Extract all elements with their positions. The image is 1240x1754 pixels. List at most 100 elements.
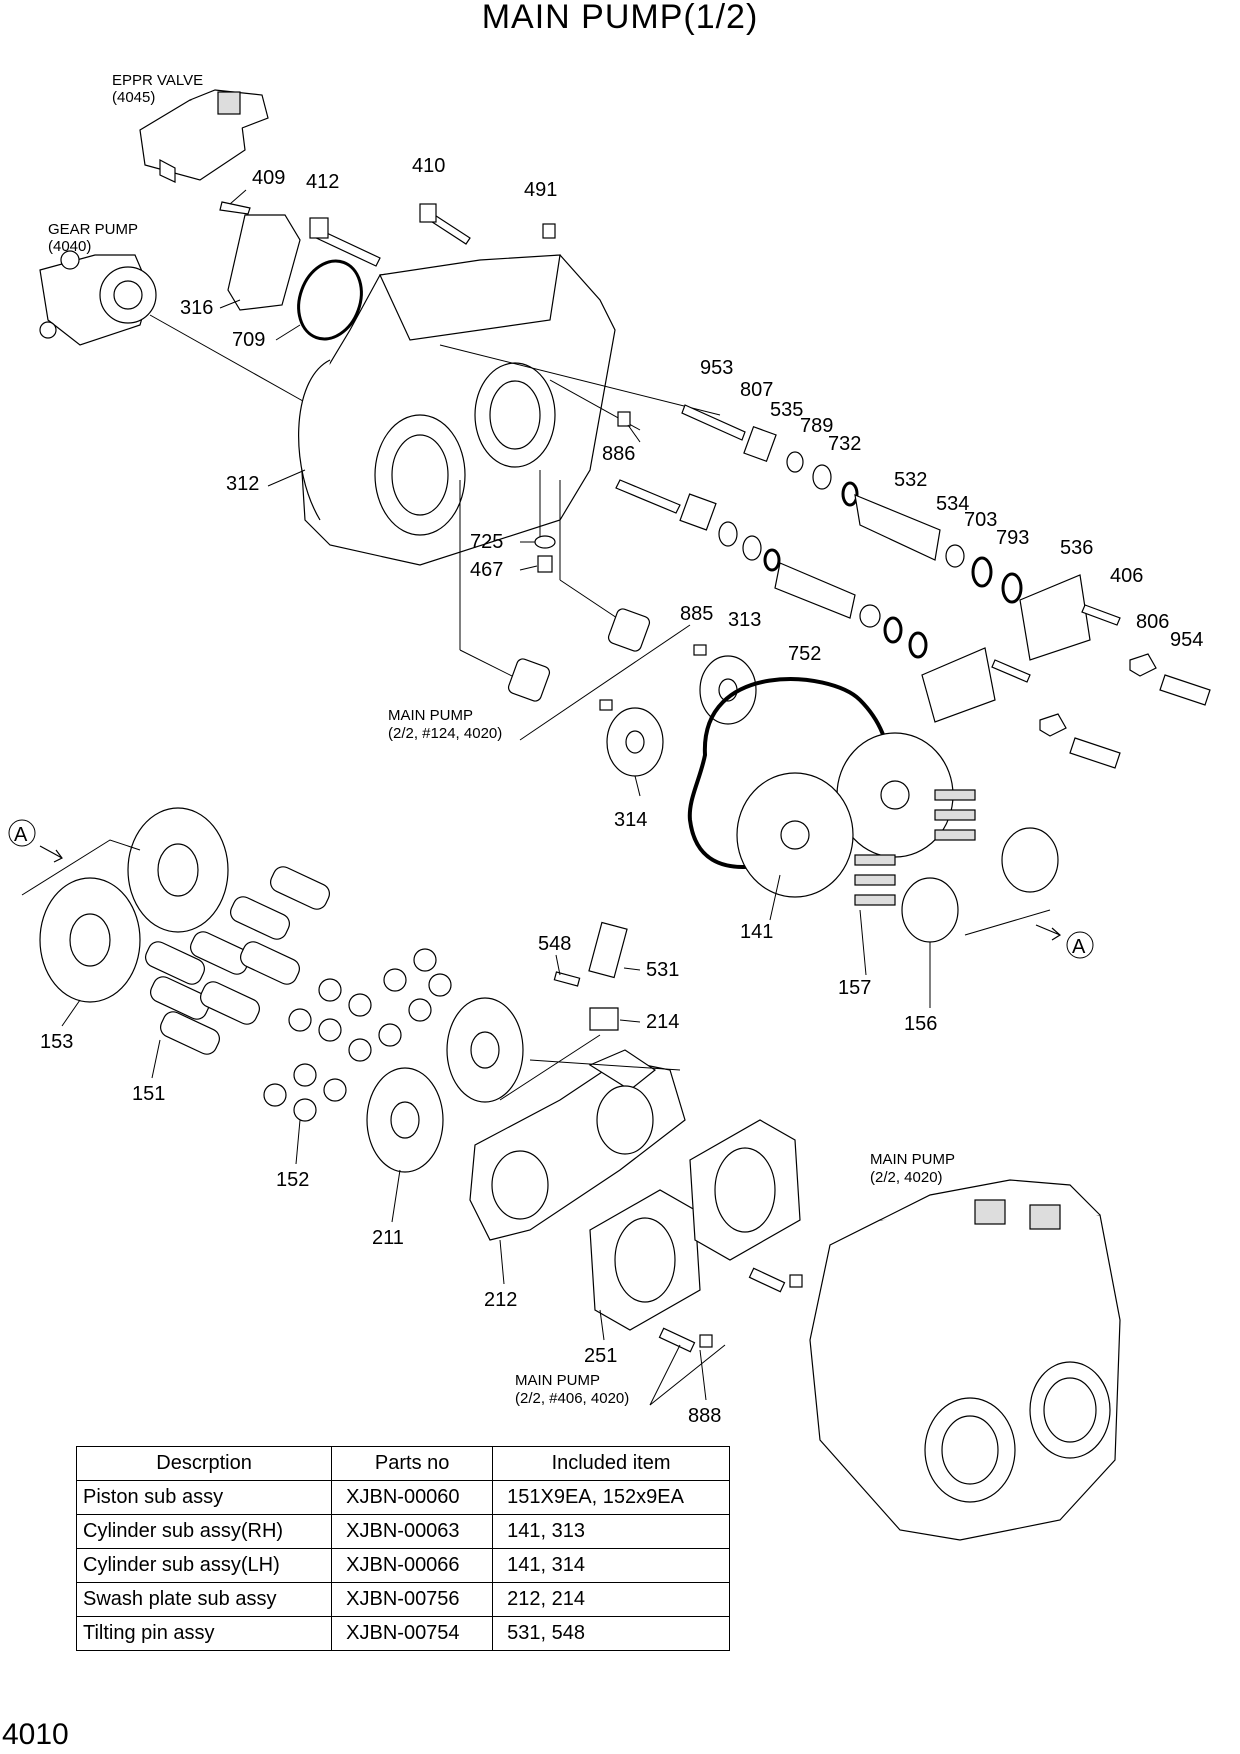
main-pump-4020-label: MAIN PUMP <box>870 1151 955 1168</box>
main-pump-406-label: MAIN PUMP <box>515 1372 600 1389</box>
main-pump-housing-312 <box>298 254 616 566</box>
ref-a-right: A <box>1072 936 1086 958</box>
pn-214: 214 <box>646 1011 679 1033</box>
ref-a-circle-left <box>8 819 36 847</box>
pn-491: 491 <box>524 179 557 201</box>
pn-885: 885 <box>680 603 713 625</box>
pn-536: 536 <box>1060 537 1093 559</box>
gear-pump-label: GEAR PUMP <box>48 221 138 238</box>
pn-141: 141 <box>740 921 773 943</box>
table-row: Tilting pin assy XJBN-00754 531, 548 <box>75 1616 730 1651</box>
ref-a-left: A <box>14 824 28 846</box>
support-plates-251 <box>589 1119 801 1331</box>
block-536 <box>1019 574 1091 661</box>
eppr-valve-label: EPPR VALVE <box>112 72 203 89</box>
regulator-parts <box>615 404 1211 769</box>
plug-467 <box>537 555 553 573</box>
pistons-151 <box>145 866 330 1055</box>
parts-table-header: Descrption Parts no Included item <box>75 1446 730 1481</box>
bolts-top <box>219 201 556 267</box>
pn-312: 312 <box>226 473 259 495</box>
assembled-main-pump <box>809 1179 1121 1541</box>
table-row: Cylinder sub assy(RH) XJBN-00063 141, 31… <box>75 1514 730 1549</box>
pn-752: 752 <box>788 643 821 665</box>
gear-pump-ref: (4040) <box>48 238 91 255</box>
cell-included-item: 151X9EA, 152x9EA <box>492 1480 730 1515</box>
cell-parts-no: XJBN-00066 <box>331 1548 494 1583</box>
cell-description: Cylinder sub assy(LH) <box>75 1548 333 1583</box>
main-pump-406-ref: (2/2, #406, 4020) <box>515 1390 629 1407</box>
table-row: Swash plate sub assy XJBN-00756 212, 214 <box>75 1582 730 1617</box>
pn-531: 531 <box>646 959 679 981</box>
valve-plates-313-314 <box>599 644 757 777</box>
pn-807: 807 <box>740 379 773 401</box>
cell-included-item: 212, 214 <box>492 1582 730 1617</box>
cell-description: Piston sub assy <box>75 1480 333 1515</box>
pn-732: 732 <box>828 433 861 455</box>
pn-314: 314 <box>614 809 647 831</box>
cell-parts-no: XJBN-00063 <box>331 1514 494 1549</box>
cell-parts-no: XJBN-00754 <box>331 1616 494 1651</box>
header-included-item: Included item <box>492 1446 730 1481</box>
main-pump-124-label: MAIN PUMP <box>388 707 473 724</box>
cell-description: Cylinder sub assy(RH) <box>75 1514 333 1549</box>
pn-467: 467 <box>470 559 503 581</box>
pn-532: 532 <box>894 469 927 491</box>
pn-412: 412 <box>306 171 339 193</box>
pn-534: 534 <box>936 493 969 515</box>
o-ring-709 <box>297 259 363 341</box>
shoe-plates-153 <box>39 807 229 1003</box>
pn-535: 535 <box>770 399 803 421</box>
table-row: Piston sub assy XJBN-00060 151X9EA, 152x… <box>75 1480 730 1515</box>
pn-212: 212 <box>484 1289 517 1311</box>
pn-313: 313 <box>728 609 761 631</box>
cell-included-item: 141, 313 <box>492 1514 730 1549</box>
bearings <box>507 608 651 702</box>
ref-a-circle-right <box>1066 931 1094 959</box>
cell-parts-no: XJBN-00060 <box>331 1480 494 1515</box>
table-row: Cylinder sub assy(LH) XJBN-00066 141, 31… <box>75 1548 730 1583</box>
pn-886: 886 <box>602 443 635 465</box>
spherical-bushes-156 <box>901 827 1059 943</box>
pn-789: 789 <box>800 415 833 437</box>
pn-709: 709 <box>232 329 265 351</box>
swash-plate-212 <box>366 997 686 1241</box>
main-pump-124-ref: (2/2, #124, 4020) <box>388 725 502 742</box>
cell-description: Tilting pin assy <box>75 1616 333 1651</box>
cell-included-item: 141, 314 <box>492 1548 730 1583</box>
springs-157 <box>854 789 976 906</box>
eppr-valve-ref: (4045) <box>112 89 155 106</box>
page-number: 4010 <box>2 1718 69 1751</box>
pn-953: 953 <box>700 357 733 379</box>
parts-table: Descrption Parts no Included item Piston… <box>75 1446 730 1651</box>
main-pump-4020-ref: (2/2, 4020) <box>870 1169 943 1186</box>
o-ring-725 <box>534 535 556 549</box>
pn-954: 954 <box>1170 629 1203 651</box>
pin-886 <box>617 411 631 427</box>
part-number-labels: 409 412 410 491 316 709 312 953 807 535 … <box>40 155 1203 1427</box>
cylinder-blocks-141 <box>687 677 954 898</box>
header-parts-no: Parts no <box>331 1446 494 1481</box>
cell-description: Swash plate sub assy <box>75 1582 333 1617</box>
pn-548: 548 <box>538 933 571 955</box>
pn-152: 152 <box>276 1169 309 1191</box>
cell-parts-no: XJBN-00756 <box>331 1582 494 1617</box>
bolts-888 <box>658 1267 803 1353</box>
pn-153: 153 <box>40 1031 73 1053</box>
pn-806: 806 <box>1136 611 1169 633</box>
pn-703: 703 <box>964 509 997 531</box>
pn-157: 157 <box>838 977 871 999</box>
shoes-152 <box>263 948 452 1122</box>
pn-251: 251 <box>584 1345 617 1367</box>
pn-793: 793 <box>996 527 1029 549</box>
pn-156: 156 <box>904 1013 937 1035</box>
header-description: Descrption <box>75 1446 333 1481</box>
tilting-pin-531 <box>553 921 628 1031</box>
pn-406: 406 <box>1110 565 1143 587</box>
gear-pump-drawing <box>39 250 157 346</box>
cell-included-item: 531, 548 <box>492 1616 730 1651</box>
page-title: MAIN PUMP(1/2) <box>481 0 759 36</box>
pn-316: 316 <box>180 297 213 319</box>
cover-plate-316 <box>227 214 301 311</box>
